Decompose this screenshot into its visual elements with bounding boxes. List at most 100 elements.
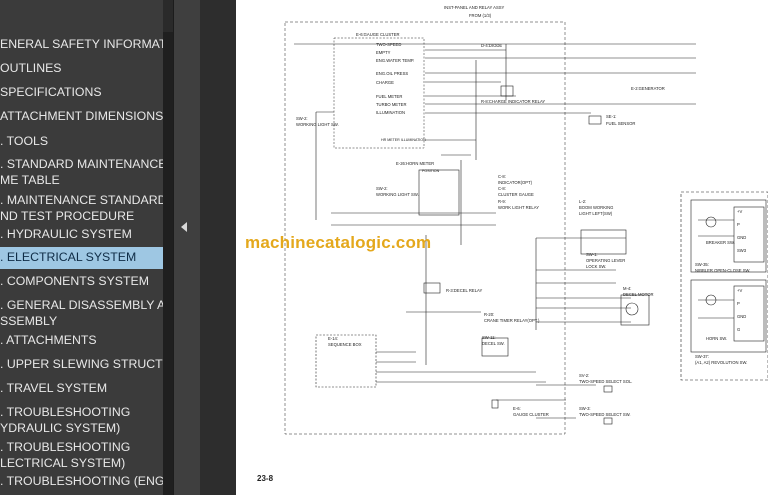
svg-text:SW-1:: SW-1: xyxy=(586,252,598,257)
nav-item[interactable]: . TROUBLESHOOTING (ENGINE) xyxy=(0,473,163,489)
nav-item[interactable]: . ATTACHMENTS xyxy=(0,332,163,348)
svg-text:GND: GND xyxy=(737,235,746,240)
nav-item[interactable]: . MAINTENANCE STANDARD ND TEST PROCEDURE xyxy=(0,192,163,224)
nav-item-label: ATTACHMENT DIMENSIONS xyxy=(0,109,163,123)
nav-item-label: . TOOLS xyxy=(0,134,49,148)
svg-text:INST-PANEL AND RELAY ASSY: INST-PANEL AND RELAY ASSY xyxy=(444,5,505,10)
nav-item[interactable]: . UPPER SLEWING STRUCTURE xyxy=(0,356,163,372)
svg-text:+V: +V xyxy=(737,209,742,214)
page-number: 23-8 xyxy=(257,474,274,483)
nav-item-label: . STANDARD MAINTENANCE xyxy=(0,157,163,171)
svg-text:EMPTY: EMPTY xyxy=(376,50,391,55)
svg-text:(A1, A2) REVOLUTION SW.: (A1, A2) REVOLUTION SW. xyxy=(695,360,747,365)
nav-item-label: . GENERAL DISASSEMBLY AND xyxy=(0,298,163,312)
svg-text:P: P xyxy=(737,222,740,227)
svg-text:SW-2:: SW-2: xyxy=(376,186,388,191)
svg-text:INDICATOR(OPT): INDICATOR(OPT) xyxy=(498,180,533,185)
nav-item-label: . TROUBLESHOOTING xyxy=(0,440,131,454)
svg-text:HORN SW.: HORN SW. xyxy=(706,336,727,341)
svg-text:TURBO METER: TURBO METER xyxy=(376,102,406,107)
svg-text:SW-37:: SW-37: xyxy=(695,354,709,359)
nav-item[interactable]: . TRAVEL SYSTEM xyxy=(0,380,163,396)
svg-text:E-14:: E-14: xyxy=(328,336,338,341)
nav-item[interactable]: OUTLINES xyxy=(0,60,163,76)
svg-text:L-2:: L-2: xyxy=(579,199,586,204)
svg-text:P: P xyxy=(737,301,740,306)
svg-text:ENG.WATER TEMP.: ENG.WATER TEMP. xyxy=(376,58,414,63)
nav-item[interactable]: . ELECTRICAL SYSTEM xyxy=(0,247,163,269)
nav-item-label: ND TEST PROCEDURE xyxy=(0,209,135,223)
nav-item[interactable]: . TROUBLESHOOTING LECTRICAL SYSTEM) xyxy=(0,439,163,471)
nav-item[interactable]: SPECIFICATIONS xyxy=(0,84,163,100)
svg-text:DECEL MOTOR: DECEL MOTOR xyxy=(623,292,653,297)
svg-text:TWO-SPEED SELECT SOL.: TWO-SPEED SELECT SOL. xyxy=(579,379,632,384)
svg-text:G: G xyxy=(737,327,740,332)
svg-text:SW-3:: SW-3: xyxy=(579,406,591,411)
svg-text:GAUGE CLUSTER: GAUGE CLUSTER xyxy=(513,412,549,417)
svg-text:WORKING LIGHT SW.: WORKING LIGHT SW. xyxy=(376,192,419,197)
svg-text:GND: GND xyxy=(737,314,746,319)
nav-item-label: SSEMBLY xyxy=(0,314,58,328)
nav-item[interactable]: . TOOLS xyxy=(0,133,163,149)
svg-text:BOOM WORKING: BOOM WORKING xyxy=(579,205,613,210)
nav-item[interactable]: ATTACHMENT DIMENSIONS xyxy=(0,108,163,124)
svg-text:SV-2:: SV-2: xyxy=(579,373,589,378)
svg-text:R-20:: R-20: xyxy=(484,312,494,317)
nav-item-label: . MAINTENANCE STANDARD xyxy=(0,193,163,207)
collapse-arrow-icon[interactable] xyxy=(181,222,187,232)
nav-item-label: OUTLINES xyxy=(0,61,62,75)
svg-text:OPERATING LEVER: OPERATING LEVER xyxy=(586,258,625,263)
nav-item[interactable]: . TROUBLESHOOTING YDRAULIC SYSTEM) xyxy=(0,404,163,436)
svg-text:FUEL SENSOR: FUEL SENSOR xyxy=(606,121,635,126)
nav-item-label: . ATTACHMENTS xyxy=(0,333,97,347)
nav-item-label: . UPPER SLEWING STRUCTURE xyxy=(0,357,163,371)
svg-text:TWO-SPEED SELECT SW.: TWO-SPEED SELECT SW. xyxy=(579,412,631,417)
svg-text:E-2:GENERATOR: E-2:GENERATOR xyxy=(631,86,665,91)
svg-text:E-6:: E-6: xyxy=(513,406,521,411)
document-margin xyxy=(200,0,236,495)
watermark-text: machinecatalogic.com xyxy=(245,233,432,252)
svg-text:C-8:: C-8: xyxy=(498,174,506,179)
nav-item-label: LECTRICAL SYSTEM) xyxy=(0,456,126,470)
nav-item-label: . HYDRAULIC SYSTEM xyxy=(0,227,132,241)
nav-item-label: . ELECTRICAL SYSTEM xyxy=(0,250,137,264)
nav-item-label: . TROUBLESHOOTING xyxy=(0,405,131,419)
sidebar-splitter[interactable] xyxy=(173,0,201,495)
svg-text:ILLUMINATION: ILLUMINATION xyxy=(376,110,405,115)
svg-text:CHARGE: CHARGE xyxy=(376,80,394,85)
svg-text:FUEL METER: FUEL METER xyxy=(376,94,402,99)
document-page: INST-PANEL AND RELAY ASSY FROM (1/3) E-6… xyxy=(236,0,768,495)
svg-text:E-6:GAUGE CLUSTER: E-6:GAUGE CLUSTER xyxy=(356,32,400,37)
svg-text:WORKING LIGHT SW.: WORKING LIGHT SW. xyxy=(296,122,339,127)
svg-text:LIGHT LEFT(SW): LIGHT LEFT(SW) xyxy=(579,211,613,216)
svg-text:NIBBLER OPEN-CLOSE SW.: NIBBLER OPEN-CLOSE SW. xyxy=(695,268,750,273)
svg-text:SW-35:: SW-35: xyxy=(695,262,709,267)
svg-text:TWO-SPEED: TWO-SPEED xyxy=(376,42,401,47)
nav-item-label: SPECIFICATIONS xyxy=(0,85,102,99)
svg-text:BREAKER SW.: BREAKER SW. xyxy=(706,240,735,245)
nav-item[interactable]: . GENERAL DISASSEMBLY AND SSEMBLY xyxy=(0,297,163,329)
svg-text:C-8:: C-8: xyxy=(498,186,506,191)
sidebar-scrollbar-thumb[interactable] xyxy=(163,32,173,495)
svg-text:D-4:DIODE: D-4:DIODE xyxy=(481,43,502,48)
svg-text:SW-11:: SW-11: xyxy=(482,335,496,340)
svg-text:ENG.OIL PRESS: ENG.OIL PRESS xyxy=(376,71,408,76)
nav-item[interactable]: ENERAL SAFETY INFORMATION xyxy=(0,36,163,52)
svg-text:SEQUENCE BOX: SEQUENCE BOX xyxy=(328,342,362,347)
svg-text:CRANE TIMER RELAY(OPT.): CRANE TIMER RELAY(OPT.) xyxy=(484,318,540,323)
svg-text:R-9:: R-9: xyxy=(498,199,506,204)
nav-item-label: . TROUBLESHOOTING (ENGINE) xyxy=(0,474,163,488)
wiring-diagram: INST-PANEL AND RELAY ASSY FROM (1/3) E-6… xyxy=(284,5,768,435)
nav-item-label: ENERAL SAFETY INFORMATION xyxy=(0,37,163,51)
svg-text:FROM (1/3): FROM (1/3) xyxy=(469,13,492,18)
svg-text:HR METER ILLUMINATION: HR METER ILLUMINATION xyxy=(381,138,426,142)
svg-text:WORK LIGHT RELAY: WORK LIGHT RELAY xyxy=(498,205,539,210)
svg-text:DECEL SW.: DECEL SW. xyxy=(482,341,505,346)
nav-item[interactable]: . HYDRAULIC SYSTEM xyxy=(0,226,163,242)
nav-item[interactable]: . COMPONENTS SYSTEM xyxy=(0,273,163,289)
svg-text:CLUSTER GAUGE: CLUSTER GAUGE xyxy=(498,192,534,197)
svg-text:E-26:HORN METER: E-26:HORN METER xyxy=(396,161,434,166)
nav-item-label: YDRAULIC SYSTEM) xyxy=(0,421,121,435)
svg-text:R-3:DECEL RELAY: R-3:DECEL RELAY xyxy=(446,288,483,293)
